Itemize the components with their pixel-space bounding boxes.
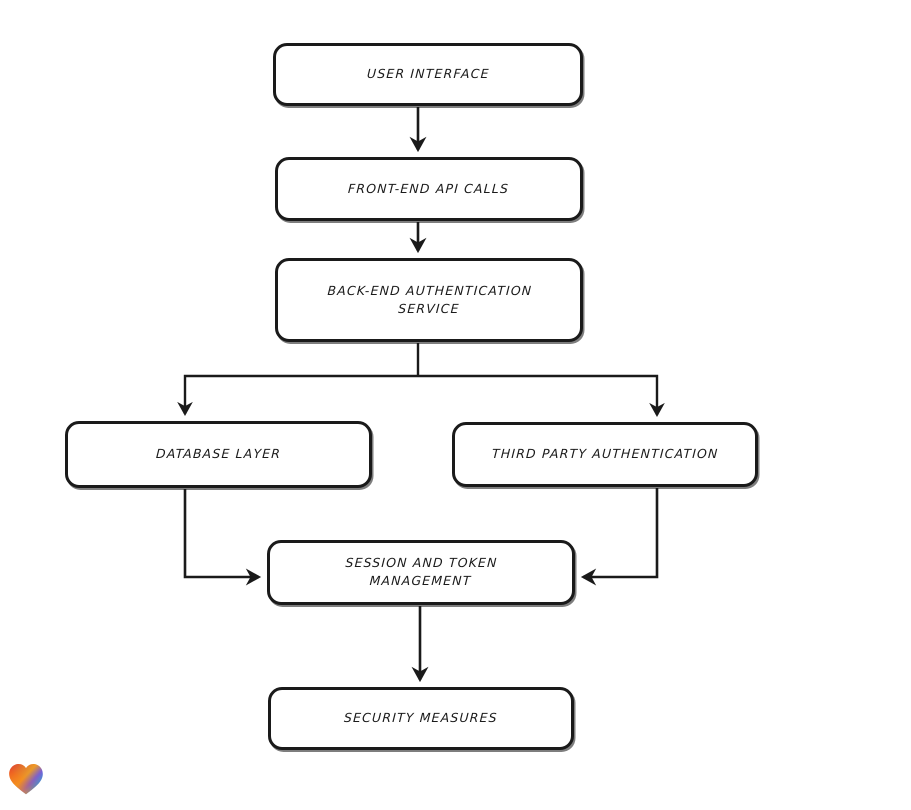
- node-label: Session and Token Management: [345, 555, 498, 589]
- node-session-and-token-management[interactable]: Session and Token Management: [267, 540, 575, 605]
- heart-icon: [9, 764, 43, 795]
- node-user-interface[interactable]: User Interface: [273, 43, 583, 106]
- node-frontend-api-calls[interactable]: Front-End API Calls: [275, 157, 583, 221]
- node-security-measures[interactable]: Security Measures: [268, 687, 574, 750]
- edge-backend-to-thirdparty: [418, 374, 665, 417]
- node-label: Database Layer: [155, 446, 282, 462]
- node-label: Third Party Authentication: [491, 446, 719, 462]
- node-backend-authentication-service[interactable]: Back-End Authentication Service: [275, 258, 583, 342]
- node-label: Security Measures: [343, 710, 499, 726]
- node-database-layer[interactable]: Database Layer: [65, 421, 372, 488]
- edge-backend-to-database: [177, 374, 418, 416]
- node-third-party-authentication[interactable]: Third Party Authentication: [452, 422, 758, 487]
- edge-thirdparty-to-session: [580, 488, 659, 586]
- node-label: User Interface: [366, 66, 490, 82]
- edge-database-to-session: [183, 489, 262, 586]
- node-label: Front-End API Calls: [348, 180, 510, 196]
- node-label: Back-End Authentication Service: [326, 282, 533, 316]
